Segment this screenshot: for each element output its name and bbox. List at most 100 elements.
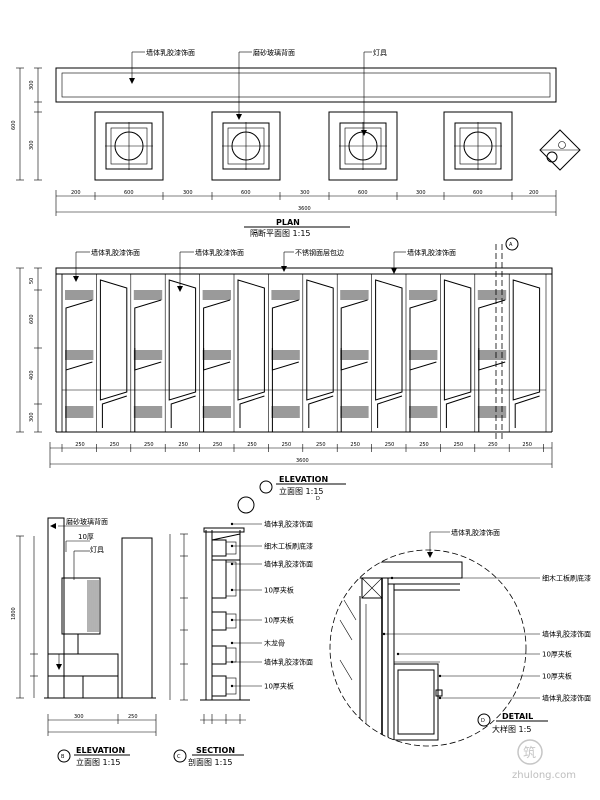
section-title: SECTION	[196, 746, 235, 755]
detail-callout-1: 墙体乳胶漆饰面	[451, 528, 500, 537]
detail-grain	[339, 599, 357, 721]
shelf-band	[202, 406, 231, 418]
elev-small-subtitle: 立面图 1:15	[76, 757, 121, 767]
plan-fixture	[443, 111, 513, 181]
plan-dim-bottom-3: 300	[183, 190, 193, 196]
section-marker: C	[177, 754, 181, 760]
detail-callout: 10厚夹板	[542, 672, 572, 681]
section-block-inner	[225, 541, 237, 555]
shelf-band	[202, 290, 231, 300]
shelf-band	[133, 290, 163, 300]
shelf-band	[409, 290, 438, 300]
section-leader-dot	[230, 684, 234, 688]
plan-dim-bottom-8: 600	[473, 190, 483, 196]
angled-panel	[306, 279, 334, 401]
elevation-callout-4: 墙体乳胶漆饰面	[407, 248, 456, 257]
shelf-band	[271, 406, 300, 418]
angled-panel-base	[170, 395, 196, 428]
plan-dim-total: 3600	[298, 206, 311, 212]
elevation-dim-bottom: 250	[282, 442, 292, 448]
section-callout: 木龙骨	[264, 639, 285, 648]
shelf-panel	[271, 348, 299, 371]
section-view: D 墙体乳胶漆饰面细木工板刷底漆墙体乳胶漆饰面10厚夹板10厚夹板木龙骨墙体乳胶…	[169, 496, 320, 767]
elevation-view: A 墙体乳胶漆饰面 墙体乳胶漆饰面 不锈钢面层包边 墙体乳胶漆饰面 50 600…	[16, 237, 553, 496]
elev-small-callout-1: 磨砂玻璃背面	[66, 517, 108, 526]
detail-marker: D	[481, 718, 485, 724]
elevation-callout-2: 墙体乳胶漆饰面	[195, 248, 244, 257]
plan-dim-bottom-4: 600	[241, 190, 251, 196]
elevation-marker: A	[509, 242, 513, 248]
section-block	[211, 645, 227, 665]
detail-leader-dot	[438, 696, 442, 700]
shelf-panel	[134, 299, 162, 432]
plan-dim-bottom-2: 600	[124, 190, 134, 196]
plan-dim-bottom-1: 200	[71, 190, 81, 196]
shelf-panel	[134, 348, 162, 371]
shelf-panel	[203, 299, 231, 432]
lamp-shade-lines	[87, 580, 99, 632]
plan-callout-3: 灯具	[373, 48, 387, 57]
angled-panel-base	[377, 395, 403, 428]
watermark-logo-glyph: 筑	[523, 745, 536, 761]
section-block	[211, 539, 227, 557]
elevation-dim-bottom: 250	[522, 442, 532, 448]
section-block	[211, 675, 227, 697]
plan-dim-left-1: 300	[29, 80, 35, 90]
watermark-text: zhulong.com	[512, 770, 576, 781]
elevation-dim-bottom: 250	[488, 442, 498, 448]
detail-callout: 墙体乳胶漆饰面	[542, 694, 591, 703]
section-subtitle: 剖面图 1:15	[188, 757, 233, 767]
elev-small-marker: B	[61, 754, 65, 760]
elevation-dim-left-3: 400	[29, 370, 35, 380]
shelf-panel	[340, 348, 368, 371]
elevation-callout-1: 墙体乳胶漆饰面	[91, 248, 140, 257]
plan-view: 墙体乳胶漆饰面 磨砂玻璃背面 灯具 300 600 300 200 600 30…	[11, 48, 581, 238]
elevation-dim-bottom: 250	[454, 442, 464, 448]
angled-panel-base	[514, 395, 540, 428]
section-callout: 墙体乳胶漆饰面	[264, 560, 313, 569]
shelf-band	[340, 350, 369, 360]
shelf-band	[409, 350, 438, 360]
elev-small-title: ELEVATION	[76, 746, 125, 755]
angled-panel	[99, 279, 128, 401]
detail-callout: 细木工板刷底漆	[542, 574, 591, 583]
elevation-small-view: 磨砂玻璃背面 10厚 灯具 1800 300 250 B ELEVATION 立…	[11, 517, 157, 767]
section-leader-dot	[230, 641, 234, 645]
shelf-band	[477, 290, 507, 300]
shelf-panel	[203, 348, 231, 371]
plan-dim-left-3: 300	[29, 140, 35, 150]
elev-small-callout-2: 10厚	[78, 533, 94, 541]
shelf-band	[65, 350, 94, 360]
section-leader-dot	[230, 562, 234, 566]
detail-leader-dot	[382, 632, 386, 636]
elevation-dim-bottom: 250	[213, 442, 223, 448]
shelf-band	[340, 406, 369, 418]
elevation-modules	[61, 274, 546, 432]
shelf-panel	[65, 348, 93, 371]
plan-title: PLAN	[276, 218, 300, 227]
elevation-dim-left-4: 300	[29, 412, 35, 422]
shelf-panel	[409, 348, 437, 371]
detail-callout: 10厚夹板	[542, 650, 572, 659]
plan-fixture	[328, 111, 398, 181]
elev-small-callout-3: 灯具	[90, 545, 104, 554]
section-block	[211, 611, 227, 631]
shelf-panel	[409, 299, 437, 432]
plan-fixture	[211, 111, 281, 181]
elevation-dim-bottom: 250	[247, 442, 257, 448]
elev-small-dim-bottom-2: 250	[128, 714, 138, 720]
elevation-dim-left-2: 600	[29, 314, 35, 324]
section-callout: 10厚夹板	[264, 682, 294, 691]
section-block-inner	[225, 647, 237, 663]
detail-leader-dot	[396, 652, 400, 656]
shelf-band	[340, 290, 369, 300]
plan-dim-ticks	[55, 190, 557, 216]
section-callout: 墙体乳胶漆饰面	[264, 658, 313, 667]
section-callout: 细木工板刷底漆	[264, 542, 313, 551]
shelf-band	[65, 406, 94, 418]
shelf-band	[133, 350, 163, 360]
angled-panel-base	[239, 395, 265, 428]
